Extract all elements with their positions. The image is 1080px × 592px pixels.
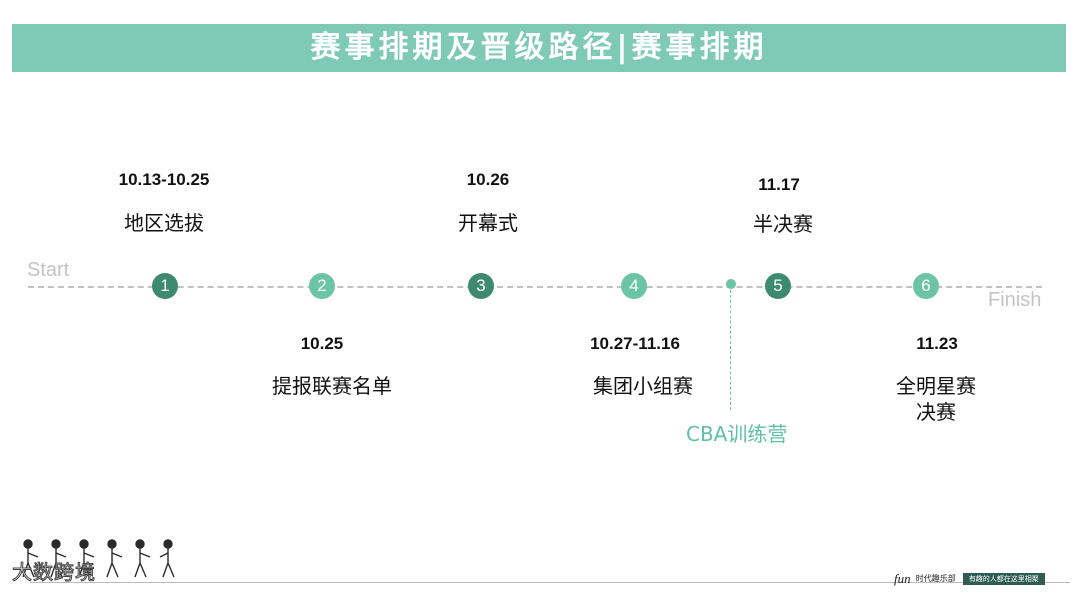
cba-camp-connector xyxy=(730,290,731,410)
stage-2-event: 提报联赛名单 xyxy=(272,374,392,398)
stage-2-date: 10.25 xyxy=(300,334,344,353)
timeline-start-label: Start xyxy=(27,259,70,281)
cba-camp-marker xyxy=(726,279,736,289)
stage-6-date: 11.23 xyxy=(916,334,958,353)
stage-5-date: 11.17 xyxy=(758,175,800,194)
players-illustration xyxy=(22,539,175,578)
stage-4-node: 4 xyxy=(621,273,647,299)
timeline-line xyxy=(28,286,1042,288)
logo-mark: fun xyxy=(894,570,911,586)
stage-4-date: 10.27-11.16 xyxy=(590,334,680,353)
stage-2-node: 2 xyxy=(309,273,335,299)
page-title: 赛事排期及晋级路径|赛事排期 xyxy=(310,30,768,65)
page-title-banner: 赛事排期及晋级路径|赛事排期 xyxy=(12,24,1066,72)
stage-3-date: 10.26 xyxy=(466,170,510,189)
stage-4-event: 集团小组赛 xyxy=(593,374,693,398)
stage-3-node: 3 xyxy=(468,273,494,299)
stage-1-node: 1 xyxy=(152,273,178,299)
stage-6-event-line-2: 决赛 xyxy=(916,400,956,424)
stage-1-date: 10.13-10.25 xyxy=(118,170,210,189)
footer-logo: fun 时代趣乐部 有趣的人都在这里相聚 xyxy=(894,568,1045,586)
cba-camp-label: CBA训练营 xyxy=(686,422,788,446)
logo-name: 时代趣乐部 xyxy=(915,574,956,583)
stage-3-event: 开幕式 xyxy=(458,211,518,235)
timeline-finish-label: Finish xyxy=(988,289,1042,311)
watermark: 大数跨境 xyxy=(12,560,96,585)
stage-5-node: 5 xyxy=(765,273,791,299)
logo-slogan: 有趣的人都在这里相聚 xyxy=(962,572,1045,585)
footer-divider xyxy=(30,582,1070,583)
stage-5-event: 半决赛 xyxy=(753,212,813,236)
stage-6-event-line-1: 全明星赛 xyxy=(896,374,976,398)
stage-6-node: 6 xyxy=(913,273,939,299)
stage-6-event: 全明星赛 决赛 xyxy=(836,373,1036,425)
stage-1-event: 地区选拔 xyxy=(124,211,204,235)
